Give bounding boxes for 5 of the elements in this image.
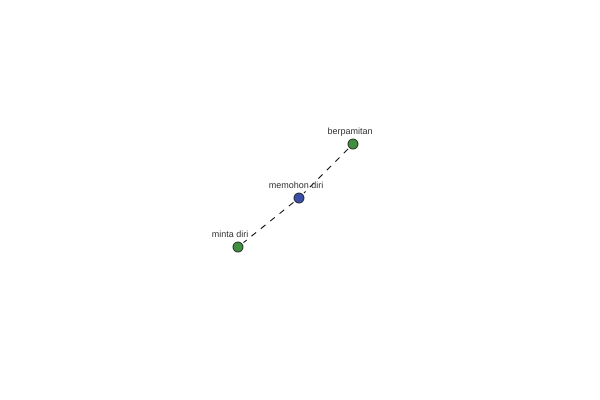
node-label: memohon diri (268, 180, 324, 190)
node-label: minta diri (212, 229, 248, 239)
dashed-connector (242, 202, 294, 244)
node-label: berpamitan (327, 126, 373, 136)
dashed-connector (303, 148, 349, 194)
